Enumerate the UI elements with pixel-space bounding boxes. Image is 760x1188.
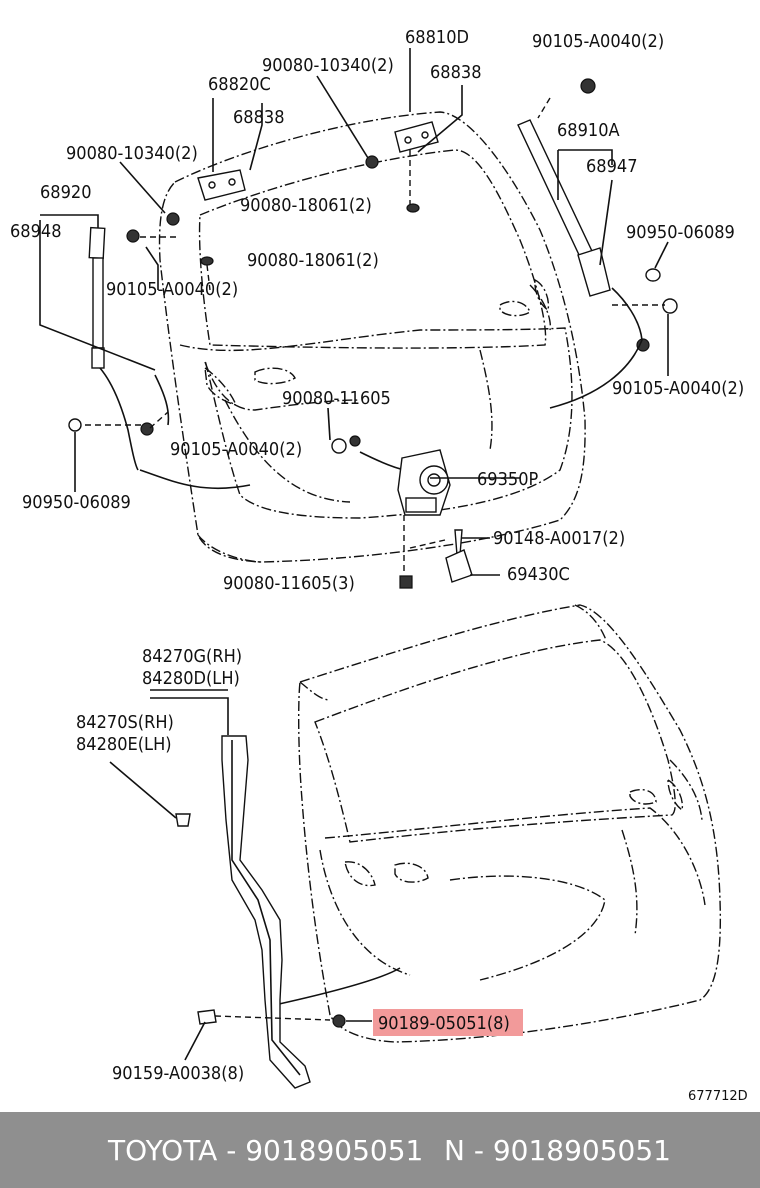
lock-cable-right — [359, 451, 406, 471]
bolt-90080-11605 — [331, 435, 361, 454]
diagram-reference-number: 677712D — [688, 1089, 748, 1104]
part-label-84270g[interactable]: 84270G(RH) — [142, 646, 242, 667]
bolt-90105-a0040-right — [636, 298, 678, 352]
part-label-90080-18061-b[interactable]: 90080-18061(2) — [247, 250, 379, 271]
part-label-68910a[interactable]: 68910A — [557, 120, 620, 141]
part-label-69350p[interactable]: 69350P — [477, 469, 539, 490]
grommet-90950-06089-right — [645, 268, 661, 282]
hinge-left — [197, 169, 246, 201]
part-label-84280d[interactable]: 84280D(LH) — [142, 668, 240, 689]
part-label-69430c[interactable]: 69430C — [507, 564, 570, 585]
back-door-panel-upper — [158, 111, 586, 563]
part-label-90080-10340-a[interactable]: 90080-10340(2) — [262, 55, 394, 76]
part-label-90080-18061-a[interactable]: 90080-18061(2) — [240, 195, 372, 216]
bolt-90080-10340-a — [166, 212, 180, 226]
clip-90189-05051 — [332, 1014, 346, 1028]
weatherstrip-84270g — [221, 735, 311, 1089]
lock-cable-left — [139, 469, 251, 490]
footer-manufacturer-part: TOYOTA - 9018905051 — [108, 1134, 424, 1167]
part-label-90080-10340-b[interactable]: 90080-10340(2) — [66, 143, 198, 164]
footer-bar: TOYOTA - 9018905051 N - 9018905051 — [0, 1112, 760, 1188]
part-label-68838-b[interactable]: 68838 — [233, 107, 285, 128]
part-label-90105-a0040-left[interactable]: 90105-A0040(2) — [106, 279, 238, 300]
leader-lines-upper — [39, 48, 669, 576]
part-label-90950-06089-right[interactable]: 90950-06089 — [626, 222, 735, 243]
part-label-90105-a0040-mid[interactable]: 90105-A0040(2) — [170, 439, 302, 460]
part-label-90189-05051[interactable]: 90189-05051(8) — [378, 1013, 510, 1034]
part-label-84280e[interactable]: 84280E(LH) — [76, 734, 172, 755]
clip-90159-a0038 — [197, 1009, 217, 1025]
part-label-90950-06089-left[interactable]: 90950-06089 — [22, 492, 131, 513]
bolt-90080-11605-3 — [399, 575, 413, 589]
part-label-68948[interactable]: 68948 — [10, 221, 62, 242]
part-label-68810d[interactable]: 68810D — [405, 27, 469, 48]
damper-stay-left — [88, 226, 139, 471]
part-label-90159-a0038[interactable]: 90159-A0038(8) — [112, 1063, 244, 1084]
part-label-90105-a0040-right[interactable]: 90105-A0040(2) — [612, 378, 744, 399]
part-label-68838-a[interactable]: 68838 — [430, 62, 482, 83]
part-label-68920[interactable]: 68920 — [40, 182, 92, 203]
part-label-90080-11605[interactable]: 90080-11605 — [282, 388, 391, 409]
nut-90080-18061-a — [406, 203, 420, 213]
bolt-90105-a0040-mid — [140, 422, 154, 436]
footer-oem-part: N - 9018905051 — [444, 1134, 671, 1167]
bolt-90105-a0040-top — [580, 78, 596, 94]
back-door-lock-69350p — [397, 449, 451, 516]
part-label-68820c[interactable]: 68820C — [208, 74, 271, 95]
part-label-90080-11605-3[interactable]: 90080-11605(3) — [223, 573, 355, 594]
lock-rod-left — [154, 374, 170, 426]
part-label-68947[interactable]: 68947 — [586, 156, 638, 177]
bolt-90080-10340-b — [365, 155, 379, 169]
highlight-box — [373, 1009, 523, 1036]
leader-lines-lower — [109, 689, 372, 1061]
part-label-90148-a0017[interactable]: 90148-A0017(2) — [493, 528, 625, 549]
clip-84270s — [175, 813, 191, 827]
grommet-90950-06089-left — [68, 418, 82, 432]
damper-stay-right — [517, 119, 611, 297]
part-label-90105-a0040-top[interactable]: 90105-A0040(2) — [532, 31, 664, 52]
part-label-84270s[interactable]: 84270S(RH) — [76, 712, 174, 733]
parts-diagram: 68810D 90105-A0040(2) 90080-10340(2) 688… — [10, 27, 748, 1104]
back-door-panel-lower — [269, 604, 722, 1043]
cover-69430c — [445, 549, 473, 583]
nut-90080-18061-b — [200, 256, 214, 266]
hinge-right — [394, 121, 439, 153]
bolt-90105-a0040-left — [126, 229, 140, 243]
